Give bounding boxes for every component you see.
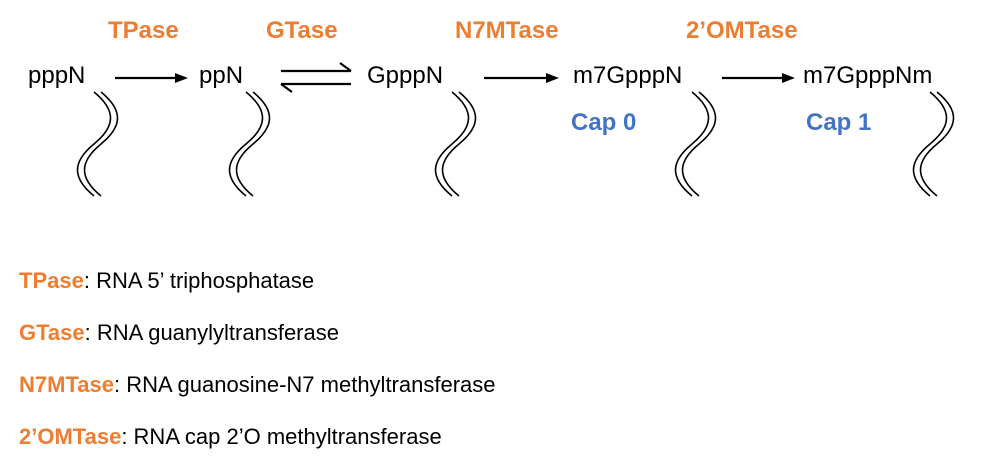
species-m7gpppnm: m7GpppNm [803,62,933,89]
reversible-arrow-gtase [280,62,352,93]
legend-sep: : [113,372,127,397]
enzyme-label-n7mtase: N7MTase [455,17,559,44]
legend-item-gtase: GTase: RNA guanylyltransferase [19,320,959,372]
arrow-2omtase [722,73,795,83]
legend-item-tpase: TPase: RNA 5’ triphosphatase [19,268,959,320]
legend-abbr: 2’OMTase [19,424,122,449]
rna-strand-5 [912,91,955,197]
legend-abbr: GTase [19,320,85,345]
enzyme-label-gtase: GTase [266,17,338,44]
species-ppn: ppN [199,62,244,89]
cap-1-label: Cap 1 [806,109,872,136]
legend-sep: : [83,268,97,293]
legend-sep: : [84,320,97,345]
legend-sep: : [121,424,134,449]
legend-desc: RNA guanylyltransferase [96,320,339,345]
legend-desc: RNA 5’ triphosphatase [96,268,315,293]
arrow-tpase [115,73,188,83]
legend-desc: RNA cap 2’O methyltransferase [133,424,442,449]
species-m7gpppn: m7GpppN [573,62,683,89]
enzyme-legend: TPase: RNA 5’ triphosphatase GTase: RNA … [19,268,959,476]
rna-strand-4 [674,91,717,197]
species-gpppn: GpppN [367,62,444,89]
cap-0-label: Cap 0 [571,109,637,136]
enzyme-label-tpase: TPase [108,17,179,44]
species-pppn: pppN [28,62,86,89]
legend-abbr: TPase [19,268,84,293]
legend-item-2omtase: 2’OMTase: RNA cap 2’O methyltransferase [19,424,959,476]
legend-item-n7mtase: N7MTase: RNA guanosine-N7 methyltransfer… [19,372,959,424]
rna-strand-2 [228,91,271,197]
arrow-n7mtase [484,73,559,83]
enzyme-label-2omtase: 2’OMTase [686,17,798,44]
pathway-graphics [76,62,955,197]
legend-abbr: N7MTase [19,372,114,397]
capping-pathway-diagram: TPase GTase N7MTase 2’OMTase pppN ppN Gp… [0,0,983,230]
legend-desc: RNA guanosine-N7 methyltransferase [126,372,496,397]
rna-strand-1 [76,91,119,197]
rna-strand-3 [434,91,477,197]
